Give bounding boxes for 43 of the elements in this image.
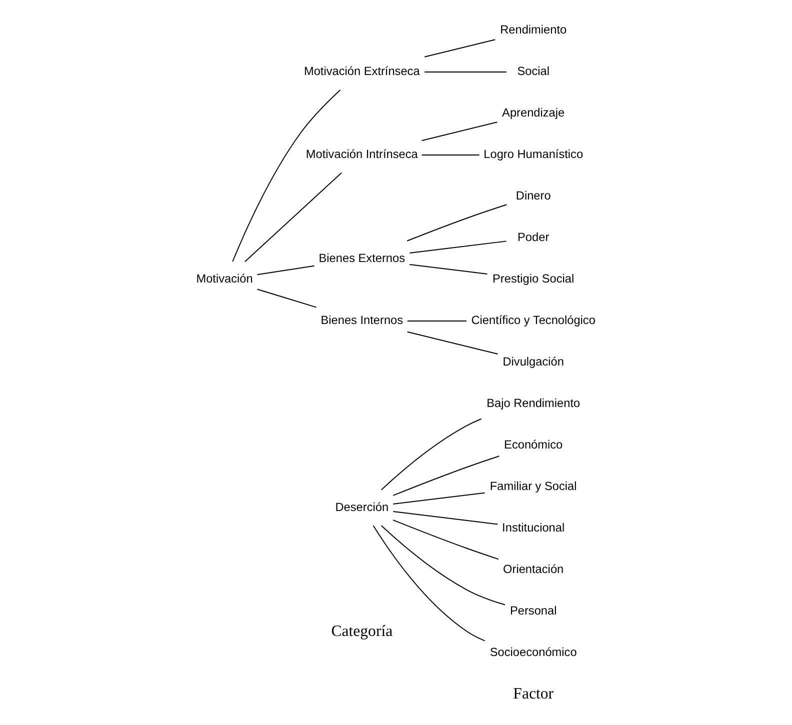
node-text: Rendimiento	[500, 22, 567, 37]
connector	[406, 331, 498, 355]
node-text: Bienes Internos	[320, 313, 404, 328]
node-text: Socioeconómico	[490, 645, 577, 660]
connector	[406, 204, 508, 242]
connector	[372, 525, 486, 642]
connector	[406, 320, 467, 322]
connector	[256, 288, 317, 308]
connector	[392, 456, 500, 496]
connector	[421, 154, 480, 156]
connector	[256, 265, 315, 276]
node-text: Deserción	[335, 500, 389, 514]
connector	[380, 418, 482, 490]
label: Categoría	[331, 623, 393, 640]
connector	[392, 510, 498, 525]
node-text: Orientación	[503, 562, 564, 576]
connector	[244, 172, 342, 262]
node-text: Logro Humanístico	[484, 147, 584, 162]
node-text: Bienes Externos	[318, 250, 406, 265]
node-text: Poder	[518, 230, 550, 244]
node-text: Social	[517, 64, 550, 78]
node-text: Dinero	[516, 188, 551, 203]
node-text: Motivación Intrínseca	[306, 147, 418, 162]
connector	[392, 520, 499, 560]
connector	[421, 122, 498, 142]
node-text: Institucional	[502, 520, 565, 535]
connector	[409, 240, 507, 254]
node-text: Divulgación	[502, 354, 564, 369]
node-text: Motivación	[196, 272, 253, 286]
label: Factor	[513, 685, 554, 702]
node-text: Personal	[510, 604, 557, 618]
node-text: Aprendizaje	[502, 106, 565, 120]
node-text: Prestigio Social	[492, 272, 574, 286]
connector	[424, 39, 496, 58]
node-text: Bajo Rendimiento	[486, 396, 580, 410]
node-text: Científico y Tecnológico	[471, 313, 596, 328]
connector	[409, 264, 488, 274]
node-text: Motivación Extrínseca	[304, 64, 420, 78]
connector	[392, 492, 486, 505]
node-text: Familiar y Social	[490, 479, 577, 494]
connector	[232, 89, 341, 262]
connector	[380, 525, 506, 606]
node-text: Económico	[504, 438, 563, 452]
